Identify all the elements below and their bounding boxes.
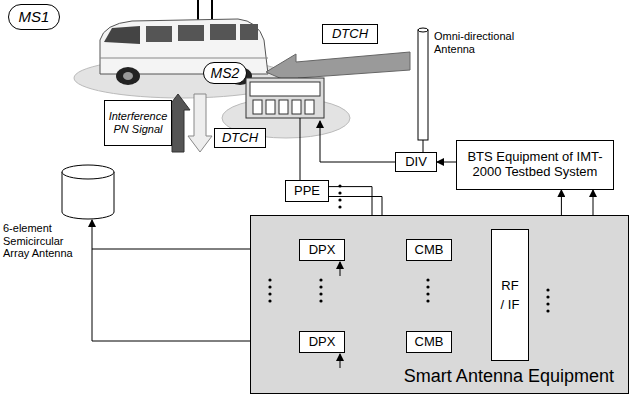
ellipsis-dot: [319, 278, 322, 281]
ellipsis-dot: [546, 302, 549, 305]
process-box: PPE: [285, 180, 329, 202]
node-text: RF / IF: [499, 276, 521, 315]
rack-ppe-wire: [300, 118, 301, 180]
van-illustration: [100, 0, 268, 85]
signal-callout: Interference PN Signal: [104, 100, 173, 146]
ellipsis-dot: [338, 198, 341, 201]
node-text: PPE: [294, 184, 320, 199]
station-label: MS2: [203, 62, 247, 84]
process-box: CMB: [406, 331, 452, 353]
process-box: DIV: [395, 152, 437, 173]
omni-antenna: [418, 28, 428, 152]
rack-equipment: [246, 78, 324, 118]
ellipsis-dot: [546, 309, 549, 312]
antenna-feed: [92, 220, 93, 341]
station-label: MS1: [8, 4, 60, 30]
ellipsis-dot: [319, 292, 322, 295]
node-text: CMB: [415, 243, 444, 258]
antenna-label: 6-element Semicircular Array Antenna: [3, 222, 85, 260]
ellipsis-dot: [426, 292, 429, 295]
ellipsis-dot: [546, 288, 549, 291]
node-text: DIV: [405, 155, 427, 170]
ellipsis-dot: [338, 205, 341, 208]
dtch-uplink-arrow: [188, 94, 212, 152]
node-text: Interference PN Signal: [105, 110, 172, 135]
process-box: RF / IF: [491, 229, 529, 361]
channel-callout: DTCH: [214, 128, 266, 149]
ellipsis-dot: [426, 285, 429, 288]
process-box: CMB: [406, 239, 452, 261]
node-text: DPX: [309, 335, 336, 350]
ellipsis-dots: [268, 184, 549, 312]
ellipsis-dot: [426, 299, 429, 302]
antenna-label: Omni-directional Antenna: [434, 30, 534, 55]
node-text: Smart Antenna Equipment: [404, 366, 614, 387]
node-text: CMB: [415, 335, 444, 350]
ellipsis-dot: [319, 285, 322, 288]
process-box: BTS Equipment of IMT-2000 Testbed System: [456, 140, 614, 190]
transmit-wire: [340, 354, 341, 368]
node-text: DTCH: [332, 27, 368, 42]
ellipsis-dot: [319, 299, 322, 302]
node-text: MS2: [211, 65, 240, 81]
div-rack-wire: [320, 121, 395, 162]
array-antenna: [62, 165, 114, 219]
ellipsis-dot: [338, 184, 341, 187]
ellipsis-dot: [338, 191, 341, 194]
node-text: BTS Equipment of IMT-2000 Testbed System: [457, 150, 613, 180]
connector: [437, 162, 456, 163]
ellipsis-dot: [426, 278, 429, 281]
ellipsis-dot: [268, 278, 271, 281]
channel-callout: DTCH: [322, 24, 378, 45]
process-box: DPX: [299, 239, 345, 261]
node-text: MS1: [19, 8, 50, 25]
node-text: DTCH: [222, 131, 258, 146]
process-box: DPX: [299, 331, 345, 353]
ellipsis-dot: [268, 285, 271, 288]
ellipsis-dot: [268, 292, 271, 295]
node-text: DPX: [309, 243, 336, 258]
equipment-panel: Smart Antenna Equipment DPX DPX CMB CMB RF / …: [250, 215, 629, 394]
ellipsis-dot: [546, 295, 549, 298]
ellipsis-dot: [268, 299, 271, 302]
transmit-wire: [340, 262, 341, 276]
